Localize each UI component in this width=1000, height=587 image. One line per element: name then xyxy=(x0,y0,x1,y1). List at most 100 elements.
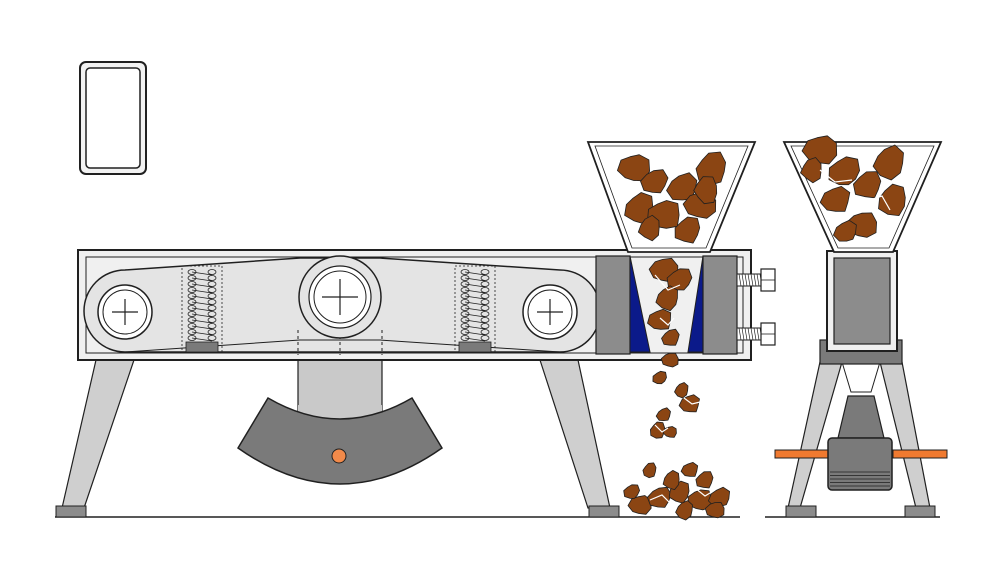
nut xyxy=(693,176,718,205)
bolt-icon xyxy=(736,322,776,346)
spring-coil xyxy=(480,287,490,293)
nut xyxy=(695,471,714,489)
spring-wire xyxy=(464,283,486,288)
spring-wire xyxy=(191,295,213,300)
spring-coil xyxy=(460,335,470,341)
nut xyxy=(623,484,640,499)
left-pivot xyxy=(97,284,153,340)
nut-crack xyxy=(654,424,669,433)
spring-coil xyxy=(460,317,470,323)
bolt-thread xyxy=(753,327,757,341)
spring-wire xyxy=(191,277,213,282)
nuts-layer xyxy=(617,135,906,521)
spring-coil xyxy=(187,329,197,335)
moving-jaw-plate xyxy=(629,255,651,353)
spring-coil xyxy=(480,305,490,311)
moving-jaw-block xyxy=(595,255,631,355)
nut xyxy=(819,186,851,212)
nut-crack xyxy=(694,487,716,497)
panel-inner xyxy=(85,67,141,169)
spring-coil xyxy=(460,323,470,329)
spring-coil xyxy=(460,287,470,293)
spring-coil xyxy=(187,269,197,275)
nut xyxy=(674,216,701,244)
bolt-thread xyxy=(741,273,745,287)
nut xyxy=(661,328,680,346)
spring-wire xyxy=(464,295,486,300)
bolt-thread xyxy=(747,273,751,287)
spring-wire xyxy=(191,289,213,294)
spring-coil xyxy=(207,311,217,317)
left-spring-seat xyxy=(185,341,219,353)
pedestal-neck xyxy=(298,405,382,420)
side-foot-right xyxy=(904,505,936,518)
bolt-thread xyxy=(738,327,742,341)
bolt-thread xyxy=(750,327,754,341)
spring-coil xyxy=(187,305,197,311)
side-counterweight xyxy=(827,437,893,491)
nut xyxy=(704,502,725,519)
spring-coil xyxy=(460,305,470,311)
bolt-thread xyxy=(738,273,742,287)
spring-wire xyxy=(191,313,213,318)
nut xyxy=(680,462,699,477)
left-hopper-inner xyxy=(594,145,749,249)
spring-coil xyxy=(207,293,217,299)
spring-coil xyxy=(460,299,470,305)
bolt-thread xyxy=(756,273,760,287)
nut xyxy=(833,219,857,242)
nut-crack xyxy=(654,274,681,291)
nut xyxy=(652,370,667,385)
bolt-thread xyxy=(744,273,748,287)
indicator-panel xyxy=(79,61,147,175)
nut-crack xyxy=(649,494,673,506)
nut xyxy=(647,308,672,330)
spring-coil xyxy=(207,275,217,281)
spring-coil xyxy=(207,329,217,335)
counterweight-pivot xyxy=(331,448,347,464)
nut-crack xyxy=(869,195,891,211)
spring-icon xyxy=(187,269,217,342)
nut xyxy=(675,500,693,521)
spring-coil xyxy=(187,293,197,299)
spring-wire xyxy=(464,277,486,282)
spring-wire xyxy=(464,271,486,276)
spring-coil xyxy=(480,323,490,329)
spring-coil xyxy=(187,311,197,317)
left-spring xyxy=(181,265,223,353)
right-hopper-inner xyxy=(790,145,935,249)
spring-coil xyxy=(187,323,197,329)
spring-icon xyxy=(460,269,490,342)
right-foot xyxy=(588,505,620,518)
nut-crack xyxy=(683,397,701,405)
side-jaw xyxy=(833,257,891,345)
spring-wire xyxy=(464,301,486,306)
adjusting-bolts xyxy=(736,268,776,346)
nut xyxy=(650,421,666,439)
nut xyxy=(800,157,822,184)
spring-wire xyxy=(464,313,486,318)
spring-coil xyxy=(207,281,217,287)
spring-coil xyxy=(460,311,470,317)
nut xyxy=(687,489,712,511)
nut xyxy=(828,156,860,186)
spring-coil xyxy=(460,281,470,287)
spring-coil xyxy=(207,335,217,341)
spring-wire xyxy=(191,283,213,288)
bolt-thread xyxy=(756,327,760,341)
spring-wire xyxy=(191,307,213,312)
nut xyxy=(647,486,672,508)
spring-coil xyxy=(207,323,217,329)
spring-wire xyxy=(464,331,486,336)
spring-coil xyxy=(207,287,217,293)
left-foot xyxy=(55,505,87,518)
spring-wire xyxy=(191,331,213,336)
right-spring-seat xyxy=(458,341,492,353)
nut xyxy=(642,462,657,479)
bolt-icon xyxy=(736,268,776,292)
nut xyxy=(662,426,677,438)
spring-coil xyxy=(187,335,197,341)
right-hopper-body xyxy=(782,141,943,253)
spring-coil xyxy=(480,275,490,281)
